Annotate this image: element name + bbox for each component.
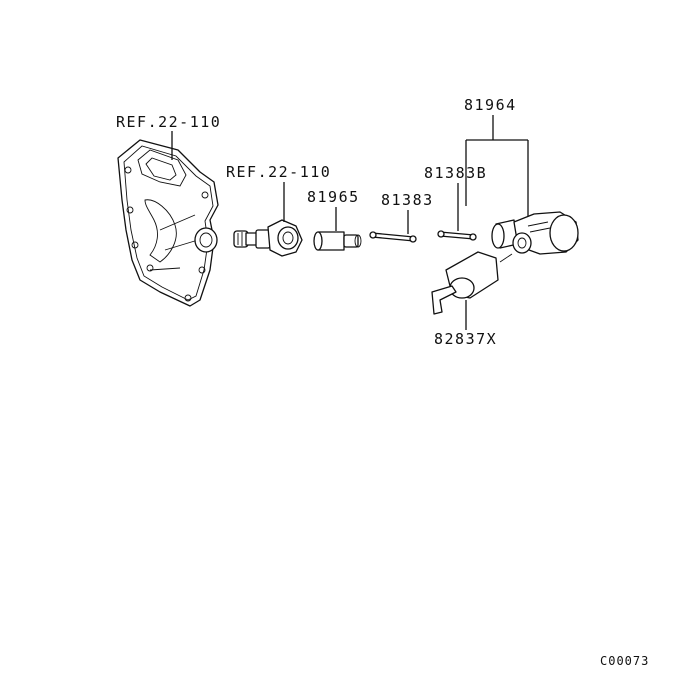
figure-code: C00073: [600, 654, 649, 668]
label-81964: 81964: [464, 96, 517, 114]
label-ref-housing: REF.22-110: [116, 113, 221, 131]
valve-body-housing: [117, 139, 219, 307]
part-81964-solenoid: [491, 211, 579, 255]
label-81383: 81383: [381, 191, 434, 209]
part-81965-sleeve: [313, 231, 362, 251]
leader-81964-bracket: [465, 115, 529, 216]
label-81383b: 81383B: [424, 164, 487, 182]
label-82837x: 82837X: [434, 330, 497, 348]
part-81383-pin: [369, 231, 417, 243]
part-82837x-connector: [431, 251, 513, 315]
label-ref-valve: REF.22-110: [226, 163, 331, 181]
label-81965: 81965: [307, 188, 360, 206]
part-81383b-pin: [437, 230, 477, 241]
solenoid-valve-assembly: [233, 219, 303, 257]
